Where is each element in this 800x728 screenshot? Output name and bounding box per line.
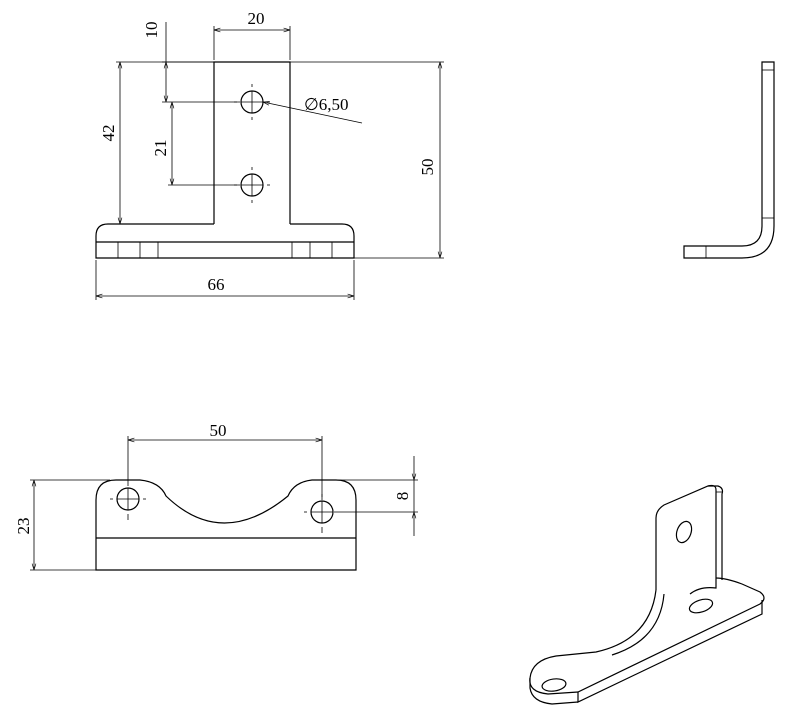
dim-hole-spacing: 21 bbox=[151, 102, 240, 186]
side-view bbox=[683, 61, 775, 259]
dim-hole-diameter-label: ∅6,50 bbox=[304, 95, 349, 114]
dim-bottom-height: 23 bbox=[14, 479, 110, 571]
dim-top-width: 20 bbox=[213, 9, 291, 60]
isometric-view bbox=[529, 484, 765, 705]
dim-height-left: 42 bbox=[99, 61, 214, 225]
front-base-outline bbox=[95, 223, 355, 259]
front-hole-lower bbox=[234, 167, 270, 203]
dim-base-width: 66 bbox=[95, 260, 355, 300]
dim-bottom-hole-offset: 8 bbox=[334, 456, 418, 536]
dim-top-width-label: 20 bbox=[248, 9, 265, 28]
front-view: 20 10 42 21 ∅6,50 bbox=[95, 9, 444, 300]
front-tab-outline bbox=[213, 61, 291, 224]
bottom-outline bbox=[95, 479, 357, 571]
dim-total-height-label: 50 bbox=[418, 159, 437, 176]
dim-hole-spacing-label: 21 bbox=[151, 140, 170, 157]
bottom-hole-right bbox=[304, 494, 334, 533]
iso-tab-hole bbox=[675, 520, 693, 544]
iso-base-hole-left bbox=[541, 678, 567, 692]
side-profile bbox=[683, 61, 775, 259]
dim-bottom-height-label: 23 bbox=[14, 518, 33, 535]
dim-base-width-label: 66 bbox=[208, 275, 225, 294]
dim-bottom-hole-spacing: 50 bbox=[127, 421, 323, 500]
dim-bottom-hole-spacing-label: 50 bbox=[210, 421, 227, 440]
bottom-view: 50 23 8 bbox=[14, 421, 418, 571]
dim-bottom-hole-offset-label: 8 bbox=[393, 492, 412, 501]
dim-top-offset-label: 10 bbox=[142, 22, 161, 39]
bottom-hole-left bbox=[110, 487, 146, 520]
dim-total-height: 50 bbox=[290, 61, 444, 259]
dim-height-left-label: 42 bbox=[99, 125, 118, 142]
iso-base-top bbox=[529, 577, 765, 695]
iso-base-hole-right bbox=[688, 598, 714, 614]
dim-hole-diameter: ∅6,50 bbox=[263, 95, 363, 124]
iso-tab bbox=[655, 484, 717, 590]
